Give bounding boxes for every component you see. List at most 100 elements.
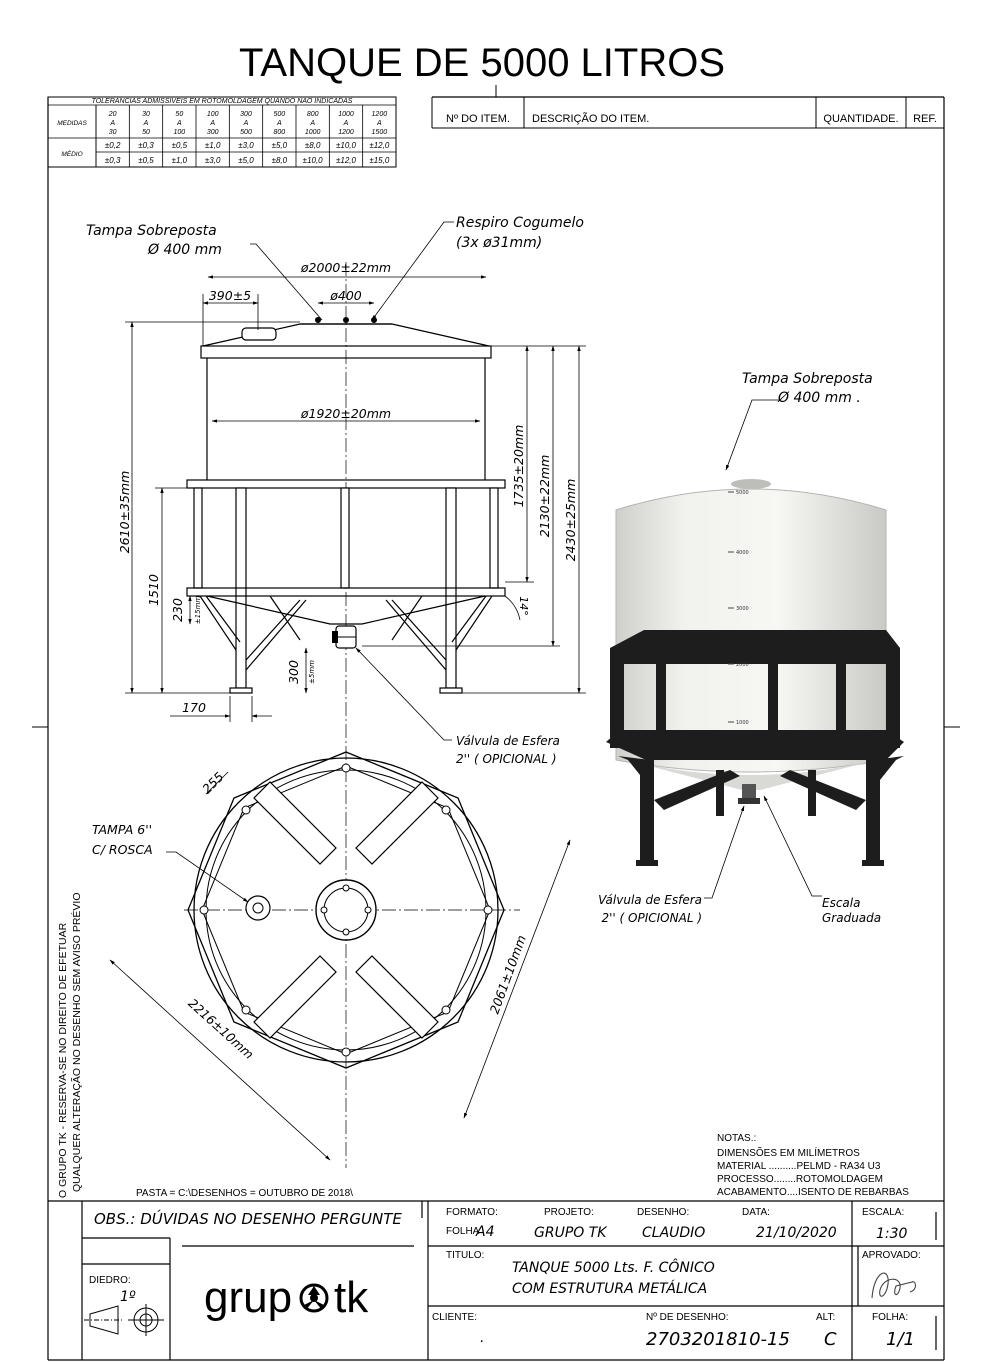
tolerance-range-cell: 500 [273, 111, 285, 118]
approval-signature [871, 1272, 917, 1299]
tolerance-value-cell: ±0,2 [105, 141, 121, 150]
grupo-tk-logo: grup tk [204, 1273, 369, 1322]
tolerance-range-cell: 100 [207, 111, 219, 118]
tolerance-range-cell: 30 [142, 111, 150, 118]
dim-h2430: 2430±25mm [563, 479, 578, 562]
tolerance-range-cell: A [176, 120, 182, 127]
photo-label-escala: Escala [822, 896, 860, 910]
notes-block: NOTAS.: DIMENSÕES EM MILÍMETROS MATERIAL… [717, 1133, 909, 1198]
alt-label: ALT: [816, 1312, 835, 1323]
photo-label-valvula: Válvula de Esfera [598, 893, 702, 907]
tolerance-value-cell: ±12,0 [336, 156, 357, 165]
dim-w170: 170 [182, 700, 206, 715]
escala-value: 1:30 [876, 1226, 908, 1242]
elevation-view: Tampa Sobreposta Ø 400 mm Respiro Cogume… [86, 215, 586, 1168]
page-title: TANQUE DE 5000 LITROS [239, 41, 725, 85]
tolerance-range-cell: 1200 [372, 111, 388, 118]
notes-line-4: ACABAMENTO....ISENTO DE REBARBAS [717, 1187, 909, 1198]
tolerance-value-cell: ±12,0 [369, 141, 390, 150]
tolerance-range-cell: A [309, 120, 315, 127]
data-label: DATA: [742, 1207, 770, 1218]
folha-value: A4 [475, 1224, 494, 1240]
label-valvula-opt: 2'' ( OPICIONAL ) [456, 752, 557, 766]
data-value: 21/10/2020 [756, 1225, 837, 1241]
cliente-label: CLIENTE: [432, 1312, 477, 1323]
tolerance-value-cell: ±5,0 [238, 156, 254, 165]
tolerance-value-cell: ±5,0 [272, 141, 288, 150]
tolerance-range-cell: 300 [240, 111, 252, 118]
label-tampa6: TAMPA 6'' [92, 822, 152, 837]
dim-angle: 14° [517, 596, 530, 616]
projeto-label: PROJETO: [544, 1207, 594, 1218]
titulo-line-1: TANQUE 5000 Lts. F. CÔNICO [512, 1258, 715, 1276]
lid-icon [241, 327, 277, 341]
dim-h2130: 2130±22mm [537, 455, 552, 538]
label-respiro-qty: (3x ø31mm) [456, 235, 542, 251]
page-frame [32, 85, 960, 1361]
tolerance-value-cell: ±15,0 [369, 156, 390, 165]
scale-mark-label: 2000 [736, 662, 749, 668]
items-header: Nº DO ITEM. DESCRIÇÃO DO ITEM. QUANTIDAD… [431, 97, 944, 129]
tolerance-range-cell: 300 [207, 129, 219, 136]
diedro-value: 1º [120, 1289, 136, 1305]
scale-mark-label: 4000 [736, 550, 749, 556]
logo-text-tk: tk [334, 1273, 369, 1322]
tolerance-range-cell: A [143, 120, 149, 127]
dim-h2610: 2610±35mm [117, 471, 132, 554]
cliente-value: . [480, 1330, 484, 1346]
scale-mark-label: 3000 [736, 606, 749, 612]
photo-label-graduada: Graduada [822, 911, 881, 925]
tolerance-value-cell: ±0,5 [172, 141, 188, 150]
dim-d2216: 2216±10mm [185, 995, 256, 1061]
diedro-label: DIEDRO: [89, 1275, 131, 1286]
dim-d400: ø400 [329, 288, 362, 303]
tolerance-value-cell: ±0,3 [138, 141, 154, 150]
tolerance-range-cell: A [209, 120, 215, 127]
tolerance-value-cell: ±0,3 [105, 156, 121, 165]
side-note: O GRUPO TK - RESERVA-SE NO DIREITO DE EF… [57, 892, 83, 1198]
tolerance-range-cell: A [109, 120, 115, 127]
scale-mark-label: 5000 [736, 490, 749, 496]
photo-label-valvula-opt: 2'' ( OPICIONAL ) [602, 911, 703, 925]
notes-heading: NOTAS.: [717, 1133, 756, 1144]
tolerance-medio-label: MÉDIO [61, 149, 82, 158]
tolerance-range-cell: 50 [175, 111, 183, 118]
label-valvula: Válvula de Esfera [456, 734, 560, 748]
tolerance-range-cell: 1000 [305, 129, 321, 136]
tolerance-value-cell: ±3,0 [205, 156, 221, 165]
side-note-line-1: O GRUPO TK - RESERVA-SE NO DIREITO DE EF… [57, 922, 69, 1198]
folder-path: PASTA = C:\DESENHOS = OUTUBRO DE 2018\ [136, 1188, 353, 1199]
dim-h300-tol: ±5mm [308, 660, 316, 684]
header-ref: REF. [913, 113, 937, 125]
tolerance-range-cell: A [376, 120, 382, 127]
tolerance-value-cell: ±3,0 [238, 141, 254, 150]
obs-text: OBS.: DÚVIDAS NO DESENHO PERGUNTE [94, 1209, 402, 1228]
tolerance-value-cell: ±8,0 [272, 156, 288, 165]
dim-d390: 390±5 [209, 288, 251, 303]
desenho-value: CLAUDIO [642, 1225, 705, 1241]
n-desenho-value: 2703201810-15 [646, 1329, 790, 1350]
projection-symbol-icon [84, 1304, 164, 1336]
tolerance-value-cell: ±1,0 [205, 141, 221, 150]
tolerance-range-cell: 50 [142, 129, 150, 136]
tolerance-range-cell: 20 [108, 111, 117, 118]
tolerance-value-cell: ±10,0 [336, 141, 357, 150]
aprovado-label: APROVADO: [862, 1250, 921, 1261]
lid-6in-icon [245, 895, 271, 921]
formato-label: FORMATO: [446, 1207, 498, 1218]
tolerance-range-cell: 100 [173, 129, 185, 136]
notes-line-1: DIMENSÕES EM MILÍMETROS [717, 1146, 860, 1159]
dim-h1510: 1510 [146, 574, 161, 606]
tolerance-value-cell: ±1,0 [172, 156, 188, 165]
valve-icon [332, 625, 357, 649]
photo-label-tampa-diam: Ø 400 mm . [777, 390, 861, 406]
notes-line-3: PROCESSO........ROTOMOLDAGEM [717, 1174, 883, 1185]
folha-label: FOLHA [446, 1226, 480, 1237]
tolerance-range-cell: 1000 [338, 111, 354, 118]
tolerance-range-cell: A [276, 120, 282, 127]
label-respiro: Respiro Cogumelo [456, 215, 584, 231]
dim-h230: 230 [170, 598, 185, 622]
